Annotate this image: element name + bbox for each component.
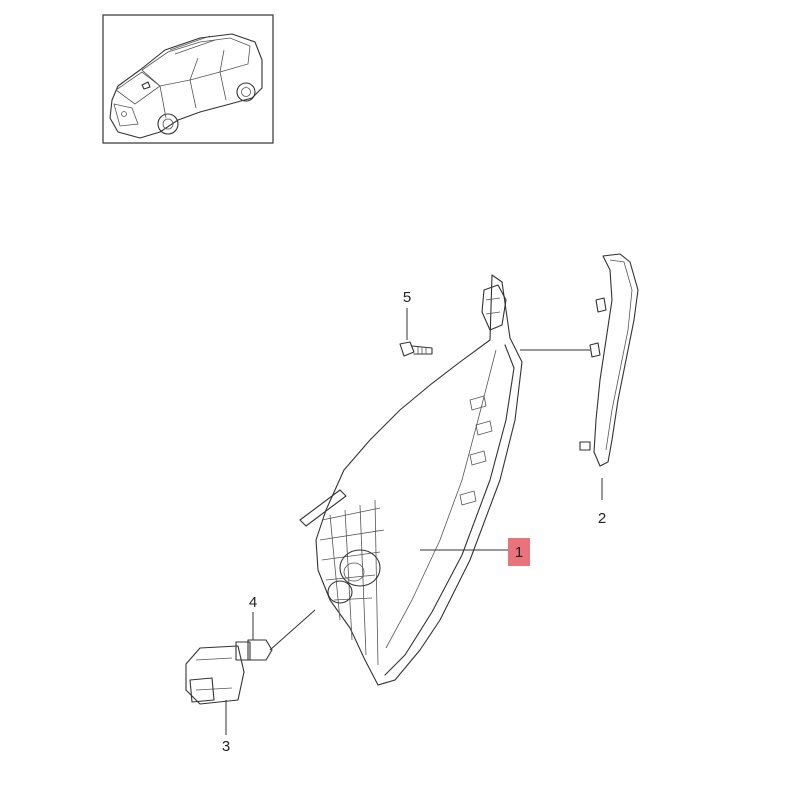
callout-4: 4 xyxy=(249,594,257,611)
vehicle-thumbnail xyxy=(102,14,274,144)
callouts: 1 2 3 4 5 xyxy=(222,289,606,755)
lamp-housing xyxy=(299,274,523,686)
callout-1: 1 xyxy=(515,544,523,561)
bulb-holder xyxy=(185,645,245,705)
callout-2: 2 xyxy=(598,510,606,527)
callout-1-highlight xyxy=(508,538,530,566)
leader-lines xyxy=(225,308,603,735)
callout-5: 5 xyxy=(403,289,411,306)
callout-3: 3 xyxy=(222,738,230,755)
screw xyxy=(399,341,433,357)
car-icon xyxy=(109,33,263,139)
bulb xyxy=(235,639,273,661)
leader-4-axis xyxy=(269,609,316,651)
side-marker-lens xyxy=(579,253,639,467)
